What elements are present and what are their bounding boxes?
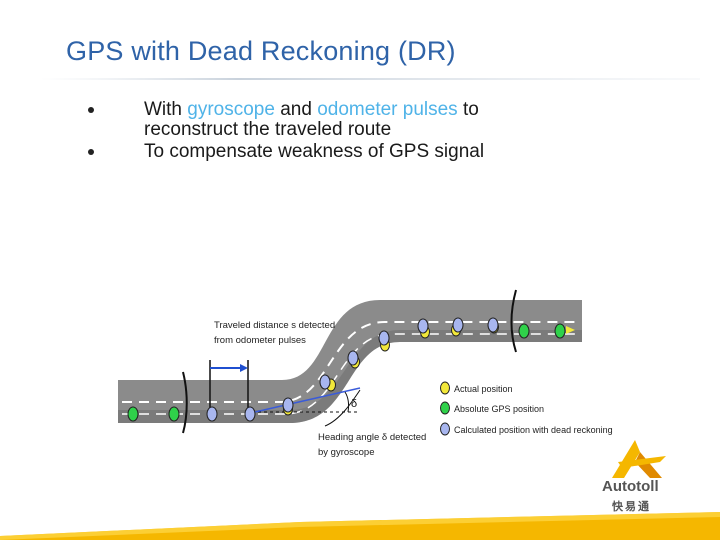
bracket-right bbox=[510, 289, 517, 353]
dr-position-marker bbox=[347, 350, 359, 366]
dr-position-marker bbox=[206, 406, 218, 422]
logo-name: Autotoll bbox=[602, 478, 659, 495]
logo-chinese-name: 快易通 bbox=[612, 500, 651, 513]
bullet-text-line2: reconstruct the traveled route bbox=[144, 119, 392, 140]
label-distance-line1: Traveled distance s detected bbox=[214, 320, 335, 331]
bullet-item: With gyroscope and odometer pulses to re… bbox=[88, 100, 688, 140]
highlight-gyroscope: gyroscope bbox=[187, 99, 275, 120]
dr-position-marker bbox=[417, 318, 429, 334]
gps-position-marker bbox=[518, 323, 530, 339]
dr-position-marker bbox=[487, 317, 499, 333]
heading-angle-arc bbox=[344, 391, 350, 413]
bullet-dot-icon bbox=[88, 149, 94, 155]
legend-dr-label: Calculated position with dead reckoning bbox=[454, 425, 613, 435]
callout-leader bbox=[324, 389, 361, 427]
center-line-upper bbox=[122, 321, 575, 403]
legend-gps-label: Absolute GPS position bbox=[454, 404, 544, 414]
legend-dr-icon bbox=[440, 422, 450, 436]
title-underline bbox=[40, 78, 700, 80]
label-heading-line2: by gyroscope bbox=[318, 447, 375, 458]
bullet-text: to bbox=[457, 99, 479, 120]
angle-symbol: δ bbox=[351, 398, 357, 410]
dr-position-marker bbox=[378, 330, 390, 346]
dr-markers bbox=[206, 317, 499, 422]
slide-title: GPS with Dead Reckoning (DR) bbox=[66, 36, 456, 66]
bullet-dot-icon bbox=[88, 107, 94, 113]
legend-actual-label: Actual position bbox=[454, 384, 513, 394]
arrow-right-icon bbox=[566, 326, 575, 334]
label-distance-line2: from odometer pulses bbox=[214, 335, 306, 346]
bracket-left bbox=[182, 371, 188, 434]
bullet-item: To compensate weakness of GPS signal bbox=[88, 142, 688, 162]
legend-gps-icon bbox=[440, 401, 450, 415]
bottom-accent-band-light bbox=[0, 512, 720, 540]
road-shade bbox=[118, 330, 582, 423]
dr-position-marker bbox=[452, 317, 464, 333]
gps-position-marker bbox=[554, 323, 566, 339]
gps-position-marker bbox=[168, 406, 180, 422]
bullet-text: and bbox=[274, 99, 318, 120]
gps-markers bbox=[127, 323, 566, 422]
dr-position-marker bbox=[282, 397, 294, 413]
legend-actual-icon bbox=[440, 381, 450, 395]
bullet-list: With gyroscope and odometer pulses to re… bbox=[88, 100, 688, 164]
heading-direction-line bbox=[254, 387, 361, 413]
dr-position-marker bbox=[319, 374, 331, 390]
autotoll-logo-icon bbox=[612, 440, 666, 478]
bullet-text: With bbox=[144, 99, 188, 120]
legend: Actual position Absolute GPS position Ca… bbox=[440, 381, 613, 436]
distance-arrowhead-icon bbox=[240, 364, 248, 372]
dr-position-marker bbox=[244, 406, 256, 422]
highlight-odometer: odometer pulses bbox=[317, 99, 458, 120]
label-heading-line1: Heading angle δ detected bbox=[318, 432, 426, 443]
gps-position-marker bbox=[127, 406, 139, 422]
bullet-text: To compensate weakness of GPS signal bbox=[144, 141, 485, 162]
